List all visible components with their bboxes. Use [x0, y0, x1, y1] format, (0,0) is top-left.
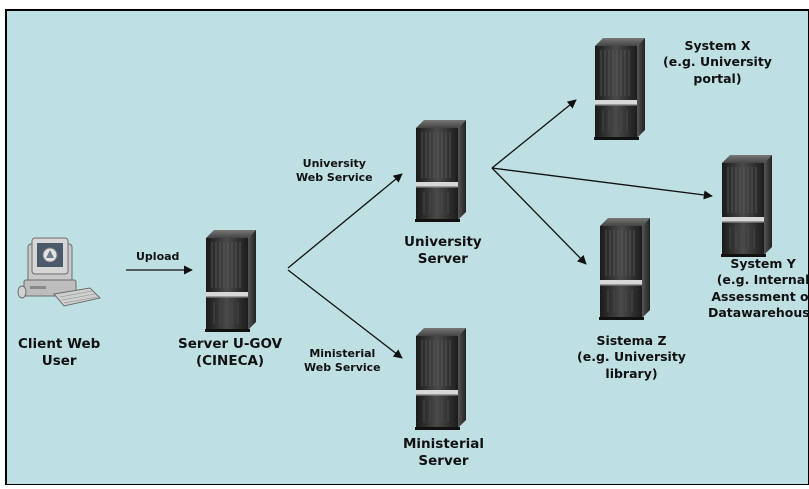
sistema-z-server-icon [598, 217, 651, 321]
diagram-background [5, 9, 809, 486]
system-x-server-icon [593, 37, 646, 141]
university-web-service-label: University Web Service [296, 157, 373, 185]
ministerial-ws-arrow [287, 269, 403, 359]
server-ugov-icon [204, 229, 257, 333]
client-computer-icon [17, 237, 101, 307]
connections [126, 99, 713, 359]
to-system-x-arrow [491, 99, 577, 169]
to-system-y-arrow [491, 167, 713, 200]
upload-label: Upload [136, 250, 180, 263]
university-server-label: University Server [404, 234, 482, 267]
university-server-icon [414, 119, 467, 223]
ministerial-server-label: Ministerial Server [403, 436, 484, 469]
system-y-server-icon [720, 154, 773, 258]
system-x-label: System X (e.g. University portal) [663, 38, 772, 86]
server-ugov-label: Server U-GOV (CINECA) [178, 336, 283, 369]
university-ws-arrow [287, 173, 403, 269]
sistema-z-label: Sistema Z (e.g. University library) [577, 333, 686, 381]
client-web-user-label: Client Web User [18, 336, 101, 369]
system-y-label: System Y (e.g. Internal Assessment or Da… [708, 256, 809, 320]
to-sistema-z-arrow [491, 167, 587, 265]
ministerial-server-icon [414, 327, 467, 431]
ministerial-web-service-label: Ministerial Web Service [304, 347, 381, 375]
